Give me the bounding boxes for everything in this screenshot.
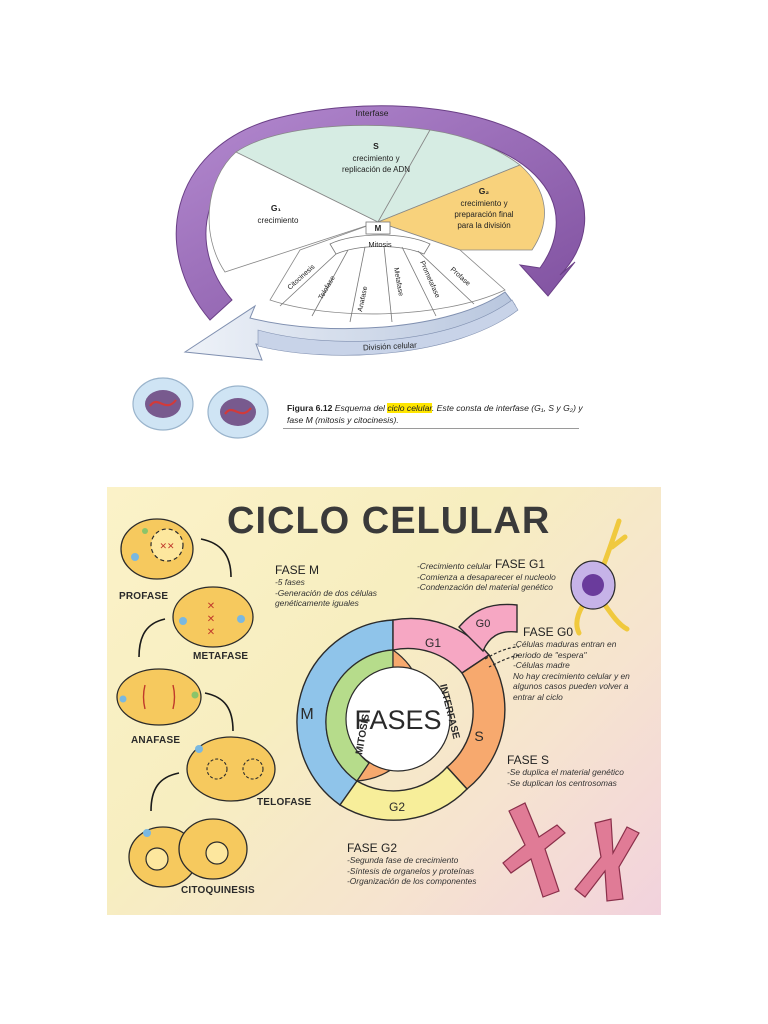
svg-text:✕: ✕ bbox=[207, 601, 215, 612]
chromosome-icon-left bbox=[502, 802, 566, 898]
fase-g0-note-3: -Células madre bbox=[513, 660, 570, 670]
fase-g0-note-2: periodo de "espera" bbox=[513, 649, 587, 660]
stem-cell-icon bbox=[570, 518, 630, 636]
fase-g1-note-1: -Crecimiento celular bbox=[417, 561, 492, 571]
fase-g2-note-1: -Segunda fase de crecimiento bbox=[347, 855, 459, 865]
svg-text:✕✕: ✕✕ bbox=[159, 541, 174, 551]
fase-g1-note-2: -Comienza a desaparecer el nucleolo bbox=[417, 571, 556, 582]
fase-g1-title: FASE G1 bbox=[495, 557, 546, 571]
fase-g1-block: FASE G1 -Crecimiento celular -Comienza a… bbox=[417, 557, 567, 593]
center-fases: FASES bbox=[354, 705, 441, 735]
ring-label-m: M bbox=[300, 706, 313, 723]
cell-cycle-textbook-diagram: Interfase S crecimiento y replicación de… bbox=[132, 105, 586, 439]
poster-graphics: CICLO CELULAR FASES M G1 G0 S G2 MITOSIS bbox=[116, 500, 640, 902]
g2-text-3: para la división bbox=[457, 221, 510, 230]
stage-label-metafase: METAFASE bbox=[193, 651, 249, 662]
phase-metafase: Metafase bbox=[392, 267, 404, 297]
s-text-1: crecimiento y bbox=[352, 154, 399, 163]
fase-g2-note-3: -Organización de los componentes bbox=[347, 876, 477, 886]
fase-s-note-2: -Se duplican los centrosomas bbox=[507, 777, 617, 788]
stage-label-citoquinesis: CITOQUINESIS bbox=[181, 885, 255, 896]
g2-text-1: crecimiento y bbox=[460, 199, 507, 208]
fase-m-block: FASE M -5 fases -Generación de dos célul… bbox=[275, 563, 377, 609]
s-text-2: replicación de ADN bbox=[342, 165, 410, 174]
fase-m-note-2: -Generación de dos células bbox=[275, 587, 377, 598]
figure-caption: Figura 6.12 Esquema del ciclo celular. E… bbox=[287, 402, 587, 426]
poster-title: CICLO CELULAR bbox=[227, 500, 550, 542]
g1-title: G₁ bbox=[271, 203, 282, 213]
daughter-cell-right bbox=[207, 385, 269, 439]
g0-arrow-icon bbox=[484, 646, 520, 660]
cell-anafase bbox=[116, 668, 202, 726]
svg-text:✕: ✕ bbox=[207, 627, 215, 638]
g0-return-arrow-icon bbox=[488, 654, 520, 668]
sector-m-fan bbox=[269, 221, 506, 315]
ring-label-g2: G2 bbox=[389, 800, 405, 814]
cell-telofase bbox=[186, 736, 276, 802]
fase-g0-note-6: entrar al ciclo bbox=[513, 691, 563, 702]
svg-text:✕: ✕ bbox=[207, 614, 215, 625]
caption-highlight: ciclo celular bbox=[387, 403, 432, 413]
ring-label-g0: G0 bbox=[476, 618, 491, 630]
caption-post: . Este consta de interfase (G₁, S y G₂) … bbox=[287, 403, 583, 425]
caption-rule bbox=[283, 428, 579, 429]
fase-g1-note-3: -Condenzación del material genético bbox=[417, 582, 553, 592]
fase-g2-note-2: -Síntesis de organelos y proteínas bbox=[347, 865, 475, 876]
fase-g2-title: FASE G2 bbox=[347, 841, 398, 855]
interfase-label: Interfase bbox=[355, 108, 388, 118]
g1-text: crecimiento bbox=[258, 216, 299, 225]
m-label: M bbox=[375, 224, 382, 233]
fase-s-title: FASE S bbox=[507, 753, 550, 767]
fase-g0-title: FASE G0 bbox=[523, 625, 574, 639]
fase-g0-block: FASE G0 -Células maduras entran en perio… bbox=[513, 625, 653, 702]
s-title: S bbox=[373, 141, 379, 151]
inner-disc bbox=[208, 125, 545, 315]
m-box bbox=[365, 221, 391, 235]
ciclo-celular-poster: CICLO CELULAR FASES M G1 G0 S G2 MITOSIS bbox=[107, 487, 661, 915]
cycle-ring bbox=[296, 603, 518, 821]
caption-pre: Esquema del bbox=[334, 403, 388, 413]
chromosome-icon-right bbox=[574, 818, 640, 902]
cell-citoquinesis bbox=[128, 818, 248, 888]
fase-g0-note-4: No hay crecimiento celular y en bbox=[513, 670, 630, 681]
stage-label-profase: PROFASE bbox=[119, 591, 169, 602]
fase-s-block: FASE S -Se duplica el material genético … bbox=[507, 753, 657, 788]
stage-label-telofase: TELOFASE bbox=[257, 797, 312, 808]
ring-g2 bbox=[338, 765, 468, 821]
sector-s-2 bbox=[377, 129, 521, 223]
ring-label-s: S bbox=[474, 728, 483, 744]
fase-m-note-1: -5 fases bbox=[275, 577, 305, 587]
fase-g0-note-1: -Células maduras entran en bbox=[513, 639, 617, 649]
fase-m-title: FASE M bbox=[275, 563, 320, 577]
mitosis-label: Mitosis bbox=[368, 240, 392, 249]
ring-label-g1: G1 bbox=[425, 636, 441, 650]
fase-g0-note-5: algunos casos pueden volver a bbox=[513, 681, 629, 691]
fase-s-note-1: -Se duplica el material genético bbox=[507, 767, 624, 777]
cell-metafase: ✕ ✕ ✕ bbox=[172, 586, 254, 648]
caption-figure-number: Figura 6.12 bbox=[287, 403, 333, 413]
sector-g1 bbox=[208, 151, 380, 273]
mitosis-arc bbox=[329, 234, 431, 255]
sector-s bbox=[235, 125, 431, 223]
stage-label-anafase: ANAFASE bbox=[131, 735, 181, 746]
ring-center bbox=[345, 666, 451, 772]
daughter-cell-left bbox=[132, 377, 194, 431]
sector-g2 bbox=[376, 164, 545, 251]
g2-text-2: preparación final bbox=[454, 210, 513, 219]
phase-spokes bbox=[279, 245, 475, 323]
cell-profase: ✕✕ bbox=[120, 518, 194, 580]
stage-arrows bbox=[138, 538, 234, 812]
fase-g2-block: FASE G2 -Segunda fase de crecimiento -Sí… bbox=[347, 841, 507, 887]
g2-title: G₂ bbox=[479, 186, 490, 196]
ring-g0-branch bbox=[458, 603, 518, 653]
fase-m-note-3: genéticamente iguales bbox=[275, 598, 359, 608]
division-celular-band bbox=[257, 299, 519, 356]
division-celular-label: División celular bbox=[363, 341, 418, 353]
